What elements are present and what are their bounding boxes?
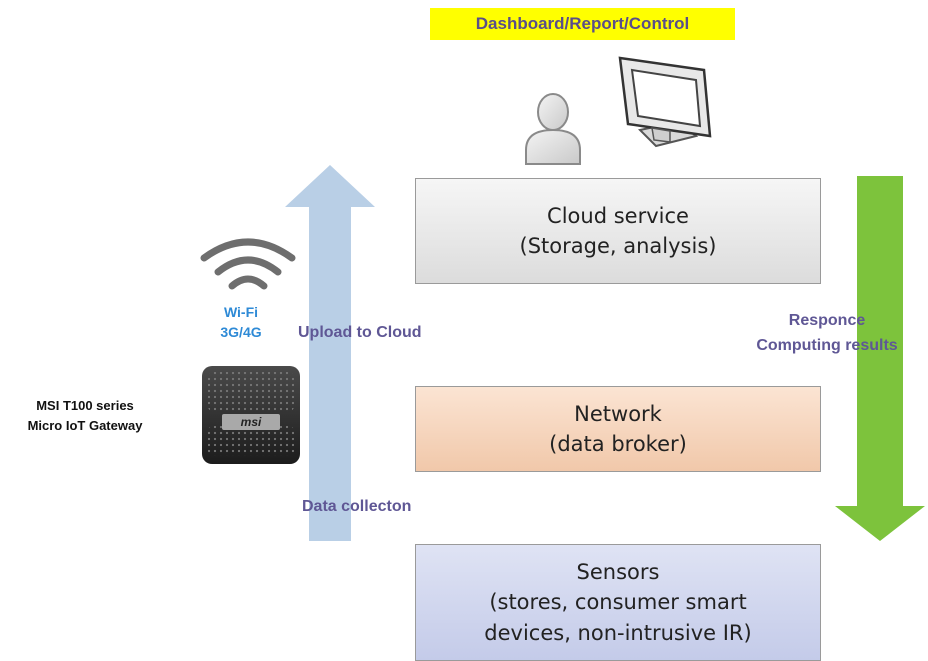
data-collection-label: Data collecton (302, 498, 412, 515)
network-subtitle: (data broker) (549, 432, 687, 456)
network-title: Network (574, 401, 662, 426)
wifi-label: Wi-Fi (223, 304, 259, 320)
cloud-service-title: Cloud service (547, 203, 689, 228)
dashboard-report-control-label: Dashboard/Report/Control (430, 8, 735, 40)
network-box: Network (data broker) (415, 386, 821, 472)
sensors-title: Sensors (576, 559, 660, 584)
gateway-label-line1: MSI T100 series (36, 398, 134, 413)
gateway-logo-text: msi (241, 415, 262, 429)
upload-to-cloud-label: Upload to Cloud (298, 324, 422, 341)
response-label: Responce Computing results (727, 309, 927, 359)
response-arrow (835, 176, 925, 541)
user-icon (525, 93, 581, 165)
wireless-label: Wi-Fi 3G/4G (206, 302, 276, 343)
wireless-signal-icon (200, 238, 296, 290)
gateway-label: MSI T100 series Micro IoT Gateway (0, 396, 170, 436)
sensors-subtitle-line2: devices, non-intrusive IR) (484, 620, 752, 645)
monitor-icon (618, 56, 712, 148)
response-label-line2: Computing results (756, 336, 898, 354)
gateway-label-line2: Micro IoT Gateway (27, 418, 143, 434)
sensors-subtitle-line1: (stores, consumer smart (489, 590, 747, 615)
response-label-line1: Responce (788, 312, 866, 329)
sensors-box: Sensors (stores, consumer smart devices,… (415, 544, 821, 661)
gateway-device-image: msi (202, 366, 300, 464)
upload-arrow (285, 165, 375, 541)
cloud-service-subtitle: (Storage, analysis) (519, 234, 717, 258)
cellular-label: 3G/4G (220, 324, 262, 341)
cloud-service-box: Cloud service (Storage, analysis) (415, 178, 821, 284)
